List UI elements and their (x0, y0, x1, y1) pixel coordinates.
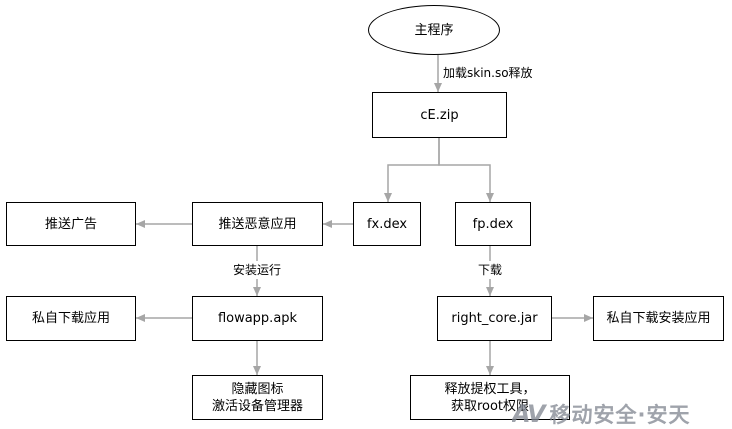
edge-label-load-release: 加载skin.so释放 (443, 66, 533, 80)
node-label: 私自下载应用 (31, 311, 110, 326)
node-label: 主程序 (414, 22, 454, 38)
watermark-logo: AV (512, 400, 546, 428)
node-fx-dex: fx.dex (353, 202, 421, 246)
node-label: fx.dex (366, 216, 408, 232)
node-label: 私自下载安装应用 (606, 311, 711, 326)
node-label-line-1: 隐藏图标 (231, 381, 284, 397)
node-private-download-install-app: 私自下载安装应用 (593, 296, 724, 341)
node-fp-dex: fp.dex (455, 202, 531, 246)
node-hide-icon-activate-admin: 隐藏图标 激活设备管理器 (192, 375, 323, 420)
node-release-root-tool: 释放提权工具， 获取root权限 (410, 375, 570, 420)
node-label-line-2: 激活设备管理器 (211, 398, 303, 414)
node-private-download-app: 私自下载应用 (6, 296, 136, 341)
arrow-ce-zip-to-fp-dex (438, 138, 494, 202)
node-label-line-2: 获取root权限 (450, 398, 530, 414)
node-label: fp.dex (472, 216, 514, 232)
node-label: 推送广告 (44, 216, 97, 232)
node-push-malicious-app: 推送恶意应用 (192, 202, 323, 246)
watermark: AV 移动安全·安天 (512, 400, 691, 428)
node-label-line-1: 释放提权工具， (444, 381, 536, 397)
node-ce-zip: cE.zip (372, 92, 507, 138)
node-label: flowapp.apk (217, 311, 298, 326)
node-right-core-jar: right_core.jar (437, 296, 552, 341)
node-main-program: 主程序 (368, 5, 500, 55)
arrow-ce-zip-to-fx-dex (384, 138, 440, 202)
watermark-text: 移动安全·安天 (549, 403, 691, 427)
edge-label-download: 下载 (475, 261, 505, 279)
node-label: cE.zip (420, 107, 459, 123)
node-flowapp-apk: flowapp.apk (192, 296, 323, 341)
edge-label-install-run: 安装运行 (230, 261, 284, 279)
node-push-ads: 推送广告 (6, 202, 136, 246)
node-label: right_core.jar (451, 311, 538, 326)
node-label: 推送恶意应用 (218, 216, 297, 232)
